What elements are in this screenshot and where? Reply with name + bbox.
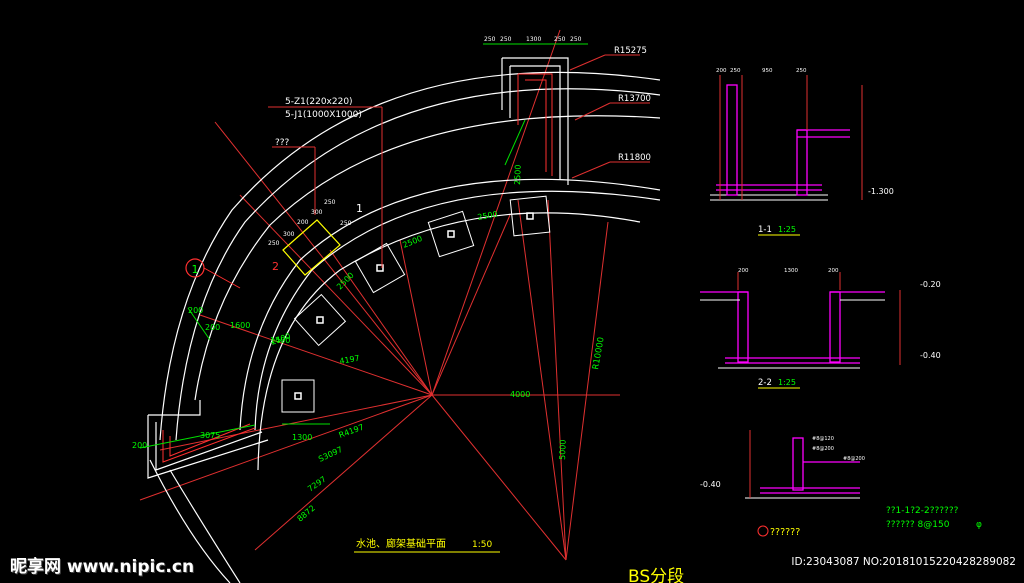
section-1-dim: 200 bbox=[716, 68, 727, 74]
section-2-dim: 1300 bbox=[784, 268, 798, 274]
spacing-labels: 2500 2500 2500 2500 2500 bbox=[270, 164, 523, 346]
radius-label: R11800 bbox=[618, 153, 651, 163]
top-dim: 250 bbox=[554, 36, 566, 43]
section-1-label: 1-1 bbox=[758, 225, 772, 235]
leaders bbox=[268, 54, 650, 268]
spacing-label: 2500 bbox=[477, 210, 499, 222]
section-2-label: 2-2 bbox=[758, 378, 772, 388]
section-tag-2: 2 bbox=[272, 260, 279, 273]
note-line-2: ?????? 8@150 bbox=[886, 520, 950, 530]
radius-labels: R15275 R13700 R11800 R10000 bbox=[591, 46, 651, 371]
watermark: 昵享网 www.nipic.cn bbox=[10, 557, 195, 577]
radius-label: R15275 bbox=[614, 46, 647, 56]
spacing-label: 2500 bbox=[335, 271, 356, 292]
top-dim: 250 bbox=[484, 36, 496, 43]
top-dim: 250 bbox=[570, 36, 582, 43]
column-label-j1: 5-J1(1000X1000) bbox=[285, 110, 362, 120]
section-3-level: -0.40 bbox=[700, 480, 721, 489]
section-marker-1-text: 1 bbox=[192, 263, 199, 276]
section-tag-1: 1 bbox=[356, 202, 363, 215]
circle-note-text: ?????? bbox=[770, 527, 800, 538]
small-dims: 250 300 200 300 250 250 bbox=[268, 199, 352, 247]
top-dim: 1300 bbox=[526, 36, 541, 43]
section-1-level: -1.300 bbox=[868, 187, 894, 196]
small-dim: 300 bbox=[311, 209, 323, 216]
column-marks bbox=[294, 212, 534, 400]
section-3-tag: #8@120 bbox=[812, 436, 834, 442]
radial-dim: 4197 bbox=[339, 354, 361, 366]
small-dim: 250 bbox=[268, 240, 280, 247]
left-dim: 1300 bbox=[292, 433, 312, 442]
radial-construction-lines bbox=[139, 29, 620, 561]
radial-dim: 7297 bbox=[306, 475, 328, 494]
section-1-dim: 250 bbox=[730, 68, 741, 74]
north-arm-red bbox=[517, 73, 553, 176]
radial-dim: 8872 bbox=[296, 504, 317, 524]
section-marker-1: 1 bbox=[185, 258, 241, 289]
unknown-tag: ??? bbox=[275, 138, 290, 148]
radial-dim: 4000 bbox=[510, 390, 530, 399]
section-3-detail: -0.40 #8@120 #8@200 #8@200 bbox=[700, 430, 865, 499]
small-dim: 250 bbox=[324, 199, 336, 206]
section-2-dim: 200 bbox=[738, 268, 749, 274]
section-3-tag: #8@200 bbox=[843, 456, 865, 462]
radial-dim: 5000 bbox=[558, 439, 568, 460]
dimension-lines bbox=[139, 43, 588, 449]
section-1-dim: 250 bbox=[796, 68, 807, 74]
circle-note: ?????? bbox=[757, 525, 800, 538]
section-2-level-bot: -0.40 bbox=[920, 351, 941, 360]
north-arm-outline bbox=[501, 57, 569, 185]
radial-dims: 4197 4000 R4197 S3097 7297 8872 5000 bbox=[296, 354, 568, 524]
west-arm-outline bbox=[147, 400, 269, 479]
arc-walls bbox=[149, 71, 661, 583]
note-line-1: ??1-1?2-2?????? bbox=[886, 506, 959, 516]
left-dim: 1600 bbox=[230, 321, 250, 330]
left-dim: 200 bbox=[132, 441, 147, 450]
section-cut-box bbox=[282, 219, 341, 276]
plan-scale: 1:50 bbox=[472, 540, 492, 550]
section-1-1-detail: 200 250 950 250 -1.300 1-1 1:25 bbox=[710, 68, 894, 236]
section-2-dim: 200 bbox=[828, 268, 839, 274]
left-dim: 200 bbox=[188, 306, 203, 315]
radial-dim: R4197 bbox=[338, 423, 365, 440]
left-dim: 1400 bbox=[270, 336, 290, 345]
section-1-scale: 1:25 bbox=[778, 225, 796, 234]
west-arm-red bbox=[162, 423, 256, 463]
section-1-dim: 950 bbox=[762, 68, 773, 74]
left-dim: 200 bbox=[205, 323, 220, 332]
plan-title: 水池、廊架基础平面 bbox=[356, 537, 446, 550]
section-3-tag: #8@200 bbox=[812, 446, 834, 452]
spacing-label: 2500 bbox=[513, 164, 523, 185]
top-dims: 250 250 1300 250 250 bbox=[484, 36, 582, 43]
radius-label: R13700 bbox=[618, 94, 651, 104]
small-dim: 300 bbox=[283, 231, 295, 238]
footings bbox=[281, 195, 551, 413]
spacing-label: 2500 bbox=[401, 234, 423, 250]
top-dim: 250 bbox=[500, 36, 512, 43]
left-dims: 200 1600 1400 200 3075 200 1300 bbox=[132, 306, 312, 450]
bottom-title: BS分段 bbox=[628, 567, 684, 583]
section-2-2-detail: 200 1300 200 -0.20 -0.40 2-2 1:25 bbox=[700, 268, 941, 389]
radial-dim: S3097 bbox=[317, 445, 344, 464]
small-dim: 200 bbox=[297, 219, 309, 226]
small-dim: 250 bbox=[340, 220, 352, 227]
section-2-level-top: -0.20 bbox=[920, 280, 941, 289]
column-label-z1: 5-Z1(220x220) bbox=[285, 97, 353, 107]
image-id: ID:23043087 NO:20181015220428289082 bbox=[791, 556, 1016, 568]
note-mark: φ bbox=[976, 520, 982, 530]
left-dim: 3075 bbox=[200, 431, 220, 440]
section-2-scale: 1:25 bbox=[778, 378, 796, 387]
